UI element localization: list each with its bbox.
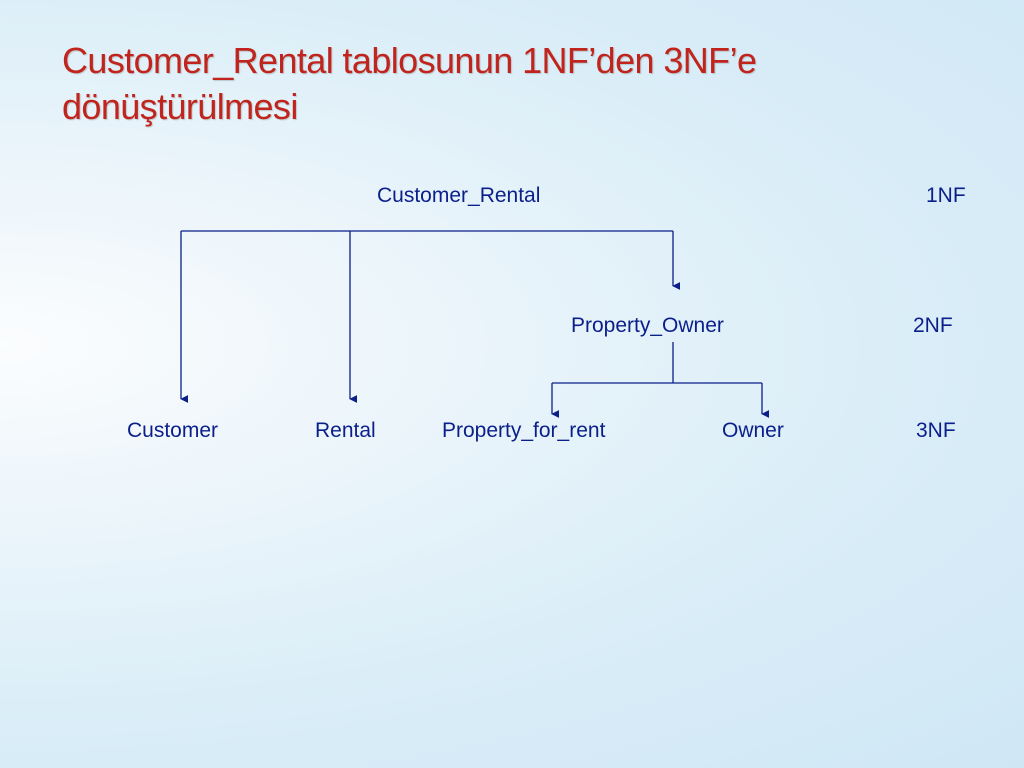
level-label-2nf: 2NF bbox=[913, 314, 953, 337]
node-owner: Owner bbox=[722, 419, 784, 442]
node-customer-rental: Customer_Rental bbox=[377, 184, 541, 207]
slide-title: Customer_Rental tablosunun 1NF’den 3NF’e… bbox=[62, 40, 757, 127]
level-label-3nf: 3NF bbox=[916, 419, 956, 442]
node-rental: Rental bbox=[315, 419, 376, 442]
node-property-for-rent: Property_for_rent bbox=[442, 419, 606, 442]
node-customer: Customer bbox=[127, 419, 219, 442]
level-label-1nf: 1NF bbox=[926, 184, 966, 207]
node-property-owner: Property_Owner bbox=[571, 314, 724, 337]
